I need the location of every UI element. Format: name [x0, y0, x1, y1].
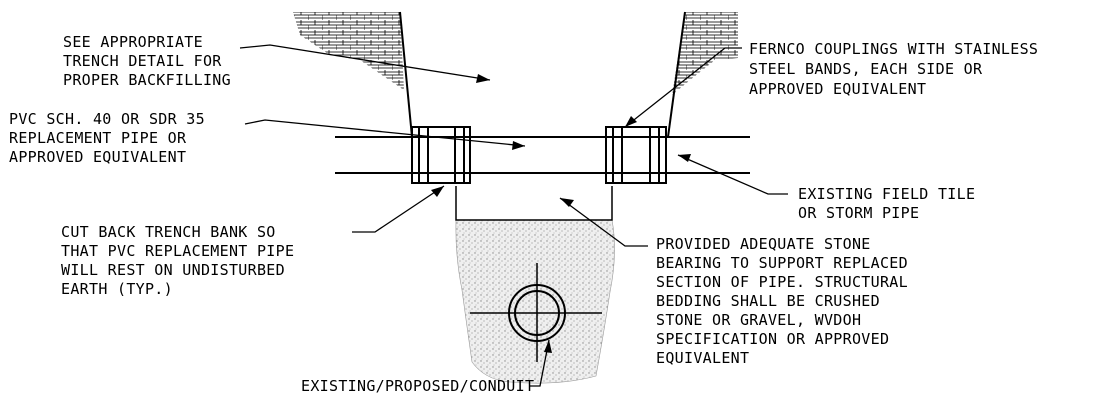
cut-back-note-line: CUT BACK TRENCH BANK SO	[61, 223, 276, 241]
cut-back-leader	[352, 185, 445, 233]
leader-lines	[239, 44, 788, 387]
stone-bearing-note-line: STONE OR GRAVEL, WVDOH	[656, 311, 861, 329]
right-trench-wall	[667, 11, 686, 138]
replacement-pipe-leader	[244, 119, 526, 147]
left-trench-wall	[399, 11, 413, 138]
cut-back-note-line: EARTH (TYP.)	[61, 280, 173, 298]
right-coupling-icon	[605, 126, 667, 184]
stone-bedding	[455, 219, 615, 384]
backfill-leader	[239, 44, 491, 81]
stone-bearing-note-line: PROVIDED ADEQUATE STONE	[656, 235, 871, 253]
replacement-pipe-note-line: REPLACEMENT PIPE OR	[9, 129, 187, 147]
existing-tile-note: EXISTING FIELD TILE OR STORM PIPE	[798, 185, 985, 222]
existing-tile-note-line: OR STORM PIPE	[798, 204, 919, 222]
bedding-outline	[455, 186, 613, 221]
stone-bearing-note-line: BEDDING SHALL BE CRUSHED	[656, 292, 880, 310]
couplings-note-line: APPROVED EQUIVALENT	[749, 80, 926, 98]
replacement-pipe-note-line: PVC SCH. 40 OR SDR 35	[9, 110, 205, 128]
cut-back-note: CUT BACK TRENCH BANK SO THAT PVC REPLACE…	[61, 223, 304, 298]
backfill-note: SEE APPROPRIATE TRENCH DETAIL FOR PROPER…	[63, 33, 231, 89]
backfill-note-line: SEE APPROPRIATE	[63, 33, 203, 51]
couplings-note: FERNCO COUPLINGS WITH STAINLESS STEEL BA…	[749, 40, 1048, 98]
backfill-note-line: TRENCH DETAIL FOR	[63, 52, 222, 70]
replacement-pipe-note-line: APPROVED EQUIVALENT	[9, 148, 186, 166]
conduit-icon	[470, 263, 602, 362]
left-ground-hatch	[293, 12, 404, 90]
stone-bearing-note-line: EQUIVALENT	[656, 349, 749, 367]
conduit-leader	[530, 339, 550, 387]
stone-bearing-note: PROVIDED ADEQUATE STONE BEARING TO SUPPO…	[656, 235, 917, 367]
left-coupling-icon	[411, 126, 471, 184]
stone-bearing-leader	[559, 197, 648, 247]
stone-bearing-note-line: BEARING TO SUPPORT REPLACED	[656, 254, 908, 272]
couplings-leader	[624, 47, 742, 128]
stone-bearing-note-line: SPECIFICATION OR APPROVED	[656, 330, 889, 348]
existing-tile-note-line: EXISTING FIELD TILE	[798, 185, 975, 203]
replacement-pipe-note: PVC SCH. 40 OR SDR 35 REPLACEMENT PIPE O…	[9, 110, 214, 166]
conduit-note: EXISTING/PROPOSED/CONDUIT	[301, 377, 534, 395]
cut-back-note-line: THAT PVC REPLACEMENT PIPE	[61, 242, 294, 260]
stone-bearing-note-line: SECTION OF PIPE. STRUCTURAL	[656, 273, 908, 291]
conduit-note-line: EXISTING/PROPOSED/CONDUIT	[301, 377, 534, 395]
backfill-note-line: PROPER BACKFILLING	[63, 71, 231, 89]
couplings-note-line: STEEL BANDS, EACH SIDE OR	[749, 60, 983, 78]
arrowhead-icons	[431, 74, 691, 353]
right-ground-hatch	[672, 12, 738, 95]
cut-back-note-line: WILL REST ON UNDISTURBED	[61, 261, 285, 279]
couplings-note-line: FERNCO COUPLINGS WITH STAINLESS	[749, 40, 1038, 58]
existing-tile-leader	[677, 154, 788, 195]
